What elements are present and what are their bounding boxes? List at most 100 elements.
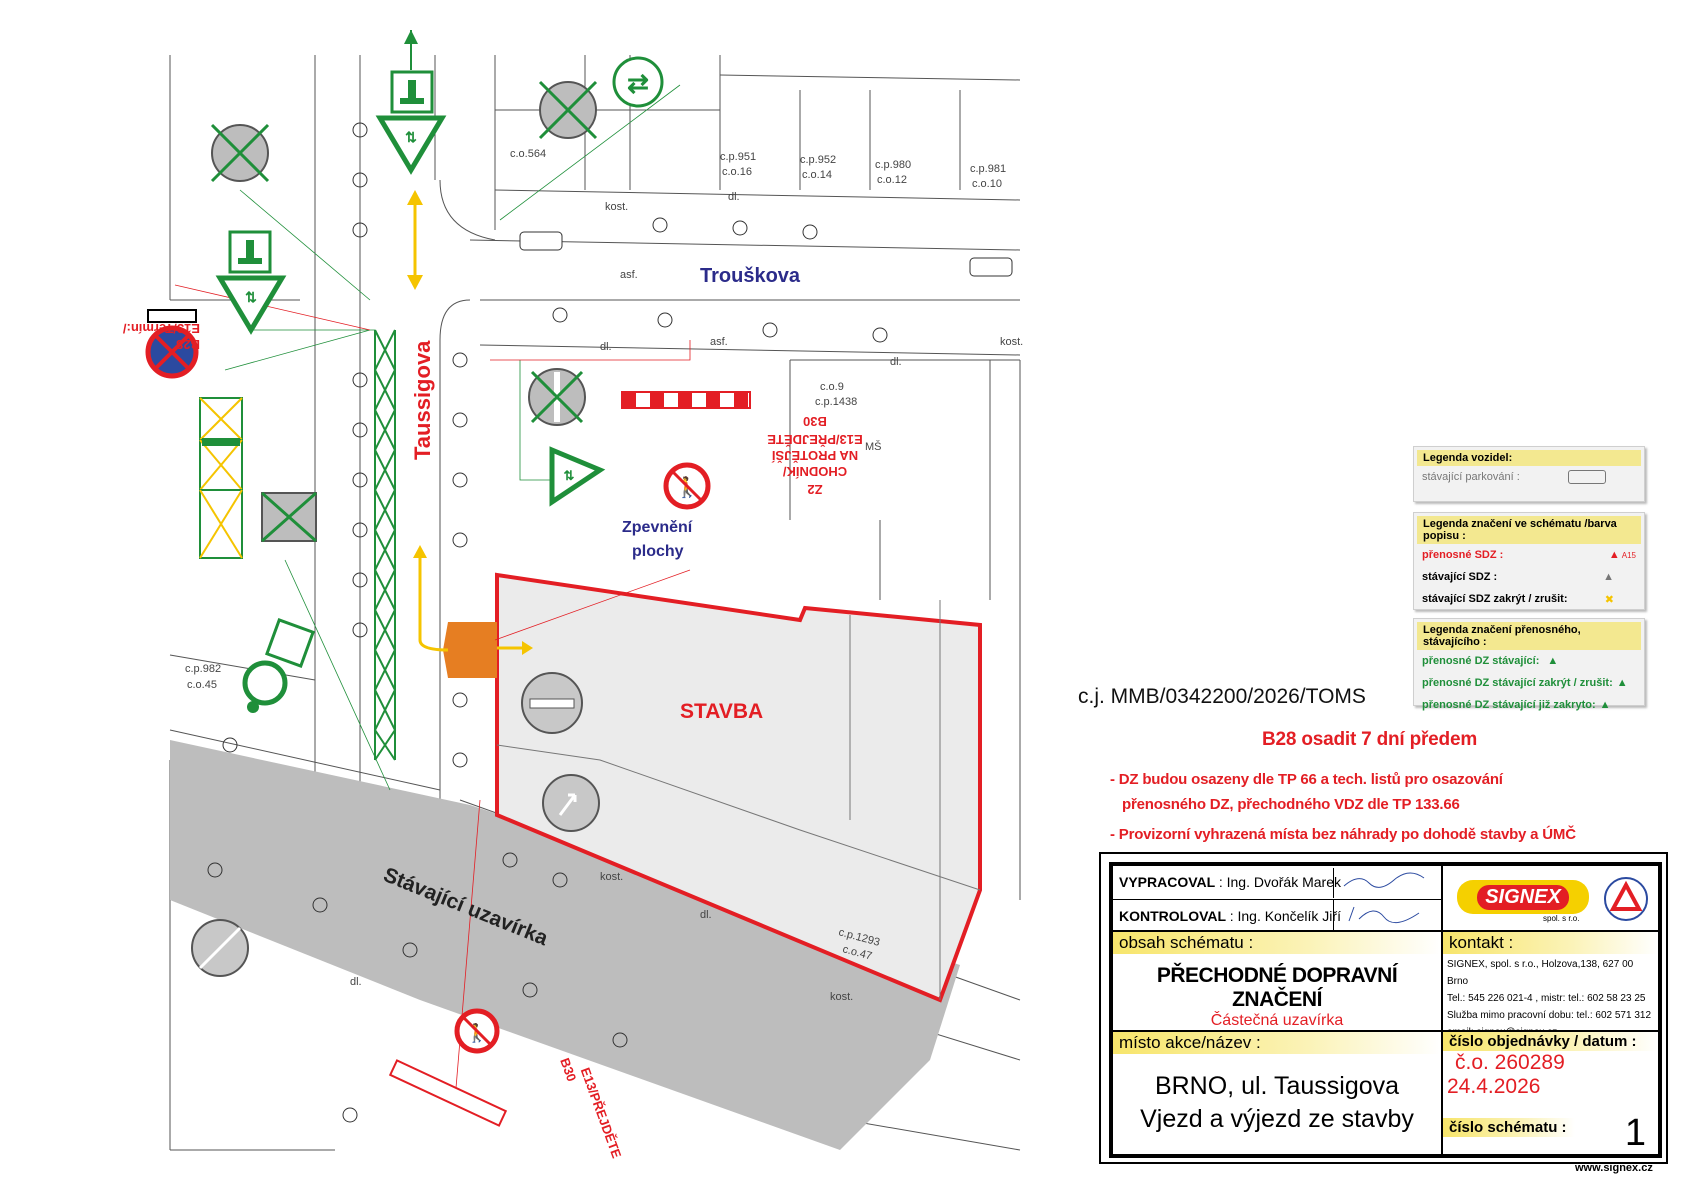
svg-text:dl.: dl. bbox=[600, 341, 612, 353]
location-line-2: Vjezd a výjezd ze stavby bbox=[1140, 1105, 1414, 1133]
svg-text:c.o.16: c.o.16 bbox=[722, 166, 752, 178]
order-label: číslo objednávky / datum : bbox=[1443, 1032, 1658, 1051]
legend-dz: Legenda značení přenosného, stávajícího … bbox=[1413, 618, 1645, 711]
green-triangle-icon: ▲ bbox=[1547, 655, 1559, 667]
svg-text:c.o.10: c.o.10 bbox=[972, 178, 1002, 190]
svg-text:c.p.980: c.p.980 bbox=[875, 159, 911, 171]
svg-text:B30: B30 bbox=[803, 414, 827, 429]
existing-direction-sign bbox=[542, 774, 600, 832]
svg-text:c.p.982: c.p.982 bbox=[185, 663, 221, 675]
street-label-taussigova: Taussigova bbox=[410, 340, 435, 460]
green-sign-top: ⇅ bbox=[375, 30, 447, 175]
red-triangle-icon: ▲ bbox=[1608, 549, 1620, 561]
svg-text:dl.: dl. bbox=[728, 191, 740, 203]
svg-text:E13/Termín:/: E13/Termín:/ bbox=[123, 321, 200, 336]
construction-label: STAVBA bbox=[680, 700, 763, 723]
svg-text:kost.: kost. bbox=[605, 201, 628, 213]
note-line-1: - DZ budou osazeny dle TP 66 a tech. lis… bbox=[1110, 771, 1503, 788]
svg-text:c.o.14: c.o.14 bbox=[802, 169, 832, 181]
svg-text:asf.: asf. bbox=[620, 269, 638, 281]
barrier-bottom bbox=[388, 1059, 508, 1127]
content-label: obsah schématu : bbox=[1113, 932, 1441, 954]
green-triangle-covered-icon: ▲ bbox=[1599, 699, 1611, 711]
b28-text: B28 E13/Termín:/ bbox=[123, 321, 200, 352]
content-subtitle: Částečná uzavírka bbox=[1210, 1012, 1344, 1029]
certification-icon bbox=[1603, 876, 1649, 922]
b30-sign-bottom: 🚶 bbox=[454, 1008, 500, 1054]
svg-text:MŠ: MŠ bbox=[865, 440, 882, 453]
svg-text:c.o.9: c.o.9 bbox=[820, 381, 844, 393]
contact-details: SIGNEX, spol. s r.o., Holzova,138, 627 0… bbox=[1447, 959, 1652, 1038]
note-b28: B28 osadit 7 dní předem bbox=[1262, 729, 1478, 750]
existing-sign-cancelled-1 bbox=[210, 123, 270, 183]
car-icon bbox=[1567, 470, 1606, 484]
svg-text:Z2: Z2 bbox=[807, 482, 822, 497]
svg-text:E13/PŘEJDĚTE: E13/PŘEJDĚTE bbox=[767, 432, 863, 447]
cadastre-labels: c.p.951 c.o.16 c.p.952 c.o.14 c.p.980 c.o.1… bbox=[185, 148, 1023, 1003]
contact-label: kontakt : bbox=[1443, 932, 1658, 954]
b30-sign-top: 🚶 bbox=[663, 462, 711, 510]
svg-text:c.p.1438: c.p.1438 bbox=[815, 396, 857, 408]
signature-1 bbox=[1333, 868, 1442, 898]
order-number: č.o. 260289 bbox=[1455, 1051, 1565, 1074]
existing-sign-lower-left bbox=[191, 919, 249, 977]
barrier-top bbox=[621, 391, 751, 409]
svg-text:⇅: ⇅ bbox=[405, 129, 417, 145]
website[interactable]: www.signex.cz bbox=[1575, 1162, 1653, 1174]
note-line-3: - Provizorní vyhrazená místa bez náhrady… bbox=[1110, 826, 1576, 843]
reference-number: c.j. MMB/0342200/2026/TOMS bbox=[1078, 685, 1366, 708]
yellow-cross-icon: ✖ bbox=[1604, 593, 1614, 606]
existing-sign-cancelled-2 bbox=[538, 80, 598, 140]
paved-area-label-2: plochy bbox=[632, 543, 684, 560]
signature-2 bbox=[1333, 899, 1442, 931]
svg-text:CHODNÍK/: CHODNÍK/ bbox=[782, 464, 847, 479]
svg-text:E13/PŘEJDĚTE: E13/PŘEJDĚTE bbox=[578, 1065, 625, 1160]
svg-text:B30: B30 bbox=[557, 1056, 579, 1084]
checker-row: KONTROLOVAL : Ing. Končelík Jiří bbox=[1119, 908, 1341, 924]
existing-sign-cancelled-4 bbox=[261, 491, 317, 543]
svg-text:⇅: ⇅ bbox=[564, 468, 575, 483]
location-label: místo akce/název : bbox=[1113, 1032, 1441, 1054]
entrance-area bbox=[443, 622, 497, 678]
svg-text:B28: B28 bbox=[176, 337, 200, 352]
closed-road-area bbox=[170, 740, 960, 1150]
svg-text:dl.: dl. bbox=[700, 909, 712, 921]
svg-text:⇅: ⇅ bbox=[245, 289, 257, 305]
legend-vehicles: Legenda vozidel: stávající parkování : bbox=[1413, 446, 1645, 502]
svg-text:kost.: kost. bbox=[600, 871, 623, 883]
svg-text:c.o.12: c.o.12 bbox=[877, 174, 907, 186]
green-triangle-cancel-icon: ▲ bbox=[1616, 677, 1628, 689]
svg-text:kost.: kost. bbox=[1000, 336, 1023, 348]
green-square-sign bbox=[242, 618, 315, 713]
author-row: VYPRACOVAL : Ing. Dvořák Marek bbox=[1119, 874, 1341, 890]
svg-text:c.p.952: c.p.952 bbox=[800, 154, 836, 166]
fence-lattice bbox=[373, 329, 397, 761]
green-sign-right: ⇅ bbox=[549, 446, 606, 507]
svg-text:⇄: ⇄ bbox=[627, 68, 649, 98]
svg-text:dl.: dl. bbox=[890, 356, 902, 368]
green-roundabout-sign: ⇄ bbox=[612, 56, 664, 108]
svg-text:c.p.981: c.p.981 bbox=[970, 163, 1006, 175]
construction-area bbox=[495, 572, 982, 1003]
signex-logo: SIGNEX bbox=[1457, 880, 1589, 914]
street-label-trouskova: Trouškova bbox=[700, 265, 801, 287]
gray-triangle-icon: ▲ bbox=[1603, 571, 1614, 583]
svg-text:asf.: asf. bbox=[710, 336, 728, 348]
b28-sign bbox=[145, 309, 199, 379]
green-sign-left: ⇅ bbox=[215, 230, 287, 335]
paved-area-label: Zpevnění bbox=[622, 519, 693, 536]
svg-text:NA PROTĚJŠÍ: NA PROTĚJŠÍ bbox=[772, 448, 859, 463]
svg-text:c.o.45: c.o.45 bbox=[187, 679, 217, 691]
svg-text:c.p.951: c.p.951 bbox=[720, 151, 756, 163]
note-line-2: přenosného DZ, přechodného VDZ dle TP 13… bbox=[1122, 796, 1460, 813]
content-title: PŘECHODNÉ DOPRAVNÍ ZNAČENÍ bbox=[1156, 964, 1398, 1011]
parking-signs-to-cancel bbox=[199, 397, 243, 559]
location-line-1: BRNO, ul. Taussigova bbox=[1154, 1072, 1400, 1100]
scheme-number: 1 bbox=[1624, 1112, 1646, 1154]
b30-top-text: Z2 CHODNÍK/ NA PROTĚJŠÍ E13/PŘEJDĚTE B30 bbox=[767, 414, 863, 497]
svg-text:kost.: kost. bbox=[830, 991, 853, 1003]
svg-text:dl.: dl. bbox=[350, 976, 362, 988]
legend-signs: Legenda značení ve schématu /barva popis… bbox=[1413, 512, 1645, 610]
title-block: VYPRACOVAL : Ing. Dvořák Marek KONTROLOV… bbox=[1099, 852, 1668, 1164]
